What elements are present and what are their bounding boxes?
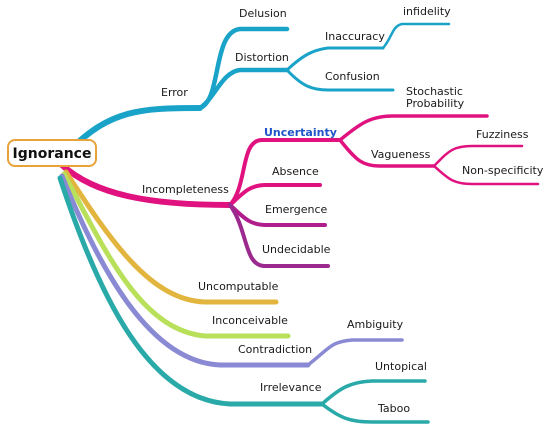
label-distortion: Distortion bbox=[235, 51, 289, 64]
label-uncertainty: Uncertainty bbox=[264, 126, 337, 139]
absence-branch bbox=[228, 183, 322, 207]
label-error: Error bbox=[161, 86, 188, 99]
label-vagueness: Vagueness bbox=[371, 148, 431, 161]
vagueness-branch bbox=[338, 138, 436, 168]
label-nonspecificity: Non-specificity bbox=[462, 164, 544, 177]
undecidable-branch bbox=[228, 203, 330, 268]
distortion-branch bbox=[197, 67, 290, 111]
root-label: Ignorance bbox=[13, 146, 92, 162]
label-absence: Absence bbox=[272, 165, 319, 178]
root-node-box bbox=[7, 139, 97, 167]
infidelity-branch bbox=[381, 22, 451, 50]
label-uncomputable: Uncomputable bbox=[198, 280, 279, 293]
label-irrelevance: Irrelevance bbox=[260, 381, 322, 394]
label-inaccuracy: Inaccuracy bbox=[325, 30, 385, 43]
label-taboo: Taboo bbox=[377, 402, 410, 415]
label-inconceivable: Inconceivable bbox=[212, 314, 288, 327]
label-untopical: Untopical bbox=[375, 360, 427, 373]
label-confusion: Confusion bbox=[325, 70, 380, 83]
ambiguity-branch bbox=[306, 338, 404, 367]
uncomputable-branch bbox=[63, 169, 279, 305]
label-stochastic-line1: Stochastic bbox=[406, 85, 463, 98]
inconceivable-branch bbox=[61, 171, 291, 339]
label-undecidable: Undecidable bbox=[262, 243, 331, 256]
label-ambiguity: Ambiguity bbox=[347, 318, 404, 331]
label-fuzziness: Fuzziness bbox=[476, 128, 529, 141]
error-branch bbox=[67, 105, 203, 153]
stochastic-branch bbox=[338, 114, 489, 142]
inaccuracy-branch bbox=[285, 46, 385, 72]
uncertainty-branch bbox=[228, 138, 342, 207]
confusion-branch bbox=[285, 68, 395, 92]
contradiction-branch bbox=[59, 173, 311, 368]
incompleteness-branch bbox=[59, 162, 233, 208]
label-emergence: Emergence bbox=[265, 203, 328, 216]
label-stochastic-line2: Probability bbox=[406, 97, 465, 110]
taboo-branch bbox=[320, 402, 430, 424]
label-incompleteness: Incompleteness bbox=[142, 183, 229, 196]
irrelevance-branch bbox=[57, 175, 325, 407]
label-infidelity: infidelity bbox=[403, 5, 451, 18]
label-delusion: Delusion bbox=[239, 7, 287, 20]
nonspecificity-branch bbox=[432, 164, 540, 186]
untopical-branch bbox=[320, 379, 427, 406]
fuzziness-branch bbox=[432, 144, 524, 168]
label-contradiction: Contradiction bbox=[238, 343, 312, 356]
